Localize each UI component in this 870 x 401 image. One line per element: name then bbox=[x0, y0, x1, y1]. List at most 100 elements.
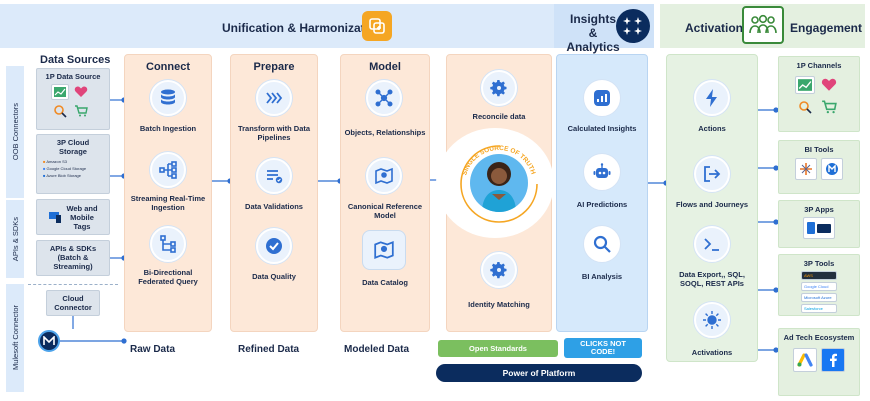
web-mobile-label: Web and Mobile Tags bbox=[66, 203, 98, 231]
first-party-source-box: 1P Data Source bbox=[36, 68, 110, 130]
cloud-item-gcs: ■ Google Cloud Storage bbox=[43, 166, 87, 171]
transform-pipelines-label: Transform with Data Pipelines bbox=[237, 124, 311, 142]
canonical-model-label: Canonical Reference Model bbox=[347, 202, 423, 220]
reconcile-data-label: Reconcile data bbox=[472, 112, 526, 121]
bi-tools-box: BI Tools bbox=[778, 140, 860, 194]
first-party-label: 1P Data Source bbox=[45, 72, 101, 81]
cart-icon bbox=[72, 103, 90, 119]
third-party-storage-box: 3P Cloud Storage ■ Amazon S3 ■ Google Cl… bbox=[36, 134, 110, 194]
robot-icon bbox=[584, 154, 620, 190]
map-pin-icon bbox=[366, 158, 402, 194]
federated-tree-icon bbox=[150, 226, 186, 262]
connect-title: Connect bbox=[146, 61, 190, 73]
channel-search-icon bbox=[795, 98, 815, 116]
open-standards-badge: Open Standards bbox=[438, 340, 558, 357]
exit-arrow-icon bbox=[694, 156, 730, 192]
magnifier-icon bbox=[584, 226, 620, 262]
people-icon bbox=[742, 6, 784, 44]
lightning-icon bbox=[694, 80, 730, 116]
data-sources-title: Data Sources bbox=[40, 54, 111, 66]
tableau-icon bbox=[795, 158, 817, 180]
power-of-platform-badge: Power of Platform bbox=[436, 364, 642, 382]
clicks-not-code-badge: CLICKS NOT CODE! bbox=[564, 338, 642, 358]
activations-label: Activations bbox=[691, 348, 733, 357]
bar-chart-icon bbox=[584, 80, 620, 116]
apps-devices-icon bbox=[803, 217, 835, 239]
identity-matching-label: Identity Matching bbox=[468, 300, 530, 309]
ai-predictions-label: AI Predictions bbox=[576, 200, 628, 209]
cloud-item-azure: ■ Azure Blob Storage bbox=[43, 173, 81, 178]
unification-title: Unification & Harmonization bbox=[222, 21, 383, 35]
third-party-storage-label: 3P Cloud Storage bbox=[56, 138, 90, 156]
identity-gear-icon bbox=[481, 252, 517, 288]
raw-data-label: Raw Data bbox=[130, 344, 176, 355]
modeled-data-label: Modeled Data bbox=[344, 344, 410, 355]
apis-side-band: APIs & SDKs bbox=[6, 200, 24, 278]
data-catalog-label: Data Catalog bbox=[362, 278, 408, 287]
database-icon bbox=[150, 80, 186, 116]
reconcile-gear-icon bbox=[481, 70, 517, 106]
bi-tools-label: BI Tools bbox=[804, 145, 834, 154]
mulesoft-side-band: Mulesoft Connector bbox=[6, 284, 24, 392]
customer-avatar bbox=[470, 154, 528, 212]
channel-cart-icon bbox=[819, 98, 839, 116]
terminal-icon bbox=[694, 226, 730, 262]
analytics-m-icon bbox=[821, 158, 843, 180]
chart-icon bbox=[51, 84, 69, 100]
refined-data-label: Refined Data bbox=[238, 344, 300, 355]
unification-banner bbox=[0, 4, 652, 48]
channel-chart-icon bbox=[795, 76, 815, 94]
web-mobile-box: Web and Mobile Tags bbox=[36, 199, 110, 235]
cloud-connector-box: Cloud Connector bbox=[46, 290, 100, 316]
divider-line bbox=[28, 284, 118, 285]
ad-tech-box: Ad Tech Ecosystem bbox=[778, 328, 860, 396]
actions-label: Actions bbox=[698, 124, 726, 133]
bi-analysis-label: BI Analysis bbox=[581, 272, 623, 281]
check-circle-icon bbox=[256, 228, 292, 264]
oob-side-band: OOB Connectors bbox=[6, 66, 24, 198]
devices-icon bbox=[49, 212, 62, 223]
network-icon bbox=[366, 80, 402, 116]
activation-title: Activation bbox=[685, 21, 744, 35]
catalog-map-icon bbox=[362, 230, 406, 270]
calculated-insights-label: Calculated Insights bbox=[567, 124, 637, 133]
ad-tech-label: Ad Tech Ecosystem bbox=[783, 333, 855, 342]
tool-salesforce: Salesforce bbox=[801, 304, 837, 313]
data-validations-label: Data Validations bbox=[245, 202, 303, 211]
objects-relationships-label: Objects, Relationships bbox=[344, 128, 426, 137]
third-party-apps-label: 3P Apps bbox=[804, 205, 834, 214]
streaming-ingestion-label: Streaming Real-Time Ingestion bbox=[130, 194, 206, 212]
apis-sdks-box: APIs & SDKs (Batch & Streaming) bbox=[36, 240, 110, 276]
third-party-tools-box: 3P Tools AWS Google Cloud Microsoft Azur… bbox=[778, 254, 860, 316]
data-quality-label: Data Quality bbox=[252, 272, 296, 281]
cloud-connector-label: Cloud Connector bbox=[54, 294, 92, 312]
person-search-icon bbox=[51, 103, 69, 119]
mulesoft-logo-icon bbox=[38, 330, 60, 352]
batch-ingestion-label: Batch Ingestion bbox=[139, 124, 197, 133]
third-party-tools-label: 3P Tools bbox=[803, 259, 835, 268]
google-ads-icon bbox=[793, 348, 817, 372]
flows-journeys-label: Flows and Journeys bbox=[675, 200, 749, 209]
list-check-icon bbox=[256, 158, 292, 194]
tool-aws: AWS bbox=[801, 271, 837, 280]
stream-tree-icon bbox=[150, 152, 186, 188]
merge-icon bbox=[362, 11, 392, 41]
tool-azure: Microsoft Azure bbox=[801, 293, 837, 302]
engagement-title: Engagement bbox=[790, 21, 863, 35]
sun-burst-icon bbox=[694, 302, 730, 338]
third-party-apps-box: 3P Apps bbox=[778, 200, 860, 248]
federated-query-label: Bi-Directional Federated Query bbox=[138, 268, 198, 286]
forward-chevrons-icon bbox=[256, 80, 292, 116]
channel-heart-icon bbox=[819, 76, 839, 94]
prepare-title: Prepare bbox=[253, 61, 295, 73]
data-export-label: Data Export,, SQL, SOQL, REST APIs bbox=[679, 270, 745, 288]
cloud-item-aws: ■ Amazon S3 bbox=[43, 159, 67, 164]
first-party-channels-label: 1P Channels bbox=[796, 61, 842, 70]
first-party-channels-box: 1P Channels bbox=[778, 56, 860, 132]
insights-title: Insights & Analytics bbox=[566, 12, 620, 54]
model-title: Model bbox=[369, 61, 401, 73]
facebook-icon bbox=[821, 348, 845, 372]
tool-google-cloud: Google Cloud bbox=[801, 282, 837, 291]
heart-icon bbox=[72, 84, 90, 100]
sparkle-grid-icon bbox=[616, 9, 650, 43]
